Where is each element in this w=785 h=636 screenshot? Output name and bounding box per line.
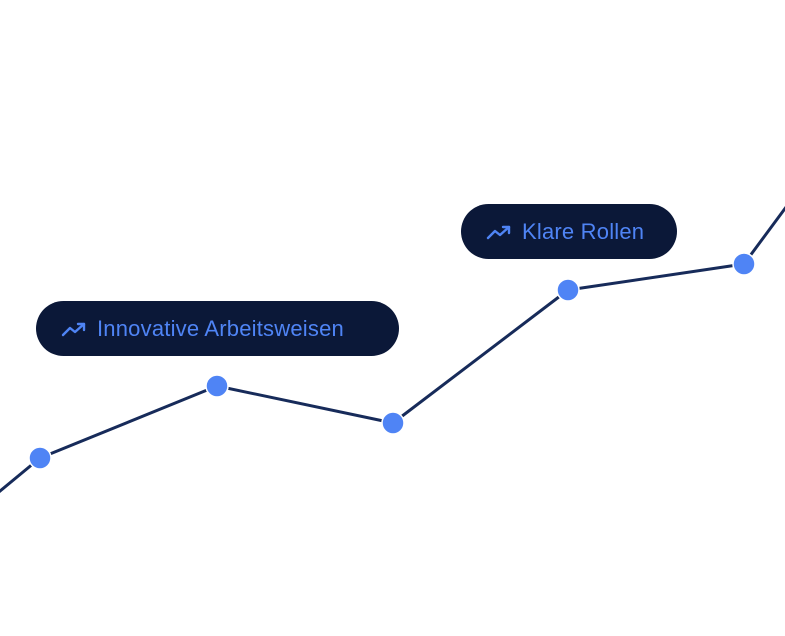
trending-up-icon bbox=[61, 320, 87, 338]
line-point-marker bbox=[28, 446, 52, 470]
tag-label: Klare Rollen bbox=[522, 218, 645, 244]
line-segment bbox=[215, 384, 395, 425]
line-segment bbox=[742, 205, 785, 266]
line-point-marker bbox=[205, 374, 229, 398]
line-point-marker bbox=[556, 278, 580, 302]
tag-label: Innovative Arbeitsweisen bbox=[97, 315, 344, 341]
line-segment bbox=[391, 288, 570, 425]
tag-innovative-arbeitsweisen: Innovative Arbeitsweisen bbox=[36, 301, 399, 356]
trending-up-icon bbox=[486, 223, 512, 241]
tag-klare-rollen: Klare Rollen bbox=[461, 204, 677, 259]
line-point-marker bbox=[732, 252, 756, 276]
line-segment bbox=[566, 262, 746, 292]
line-segment bbox=[38, 384, 219, 460]
line-point-marker bbox=[381, 411, 405, 435]
